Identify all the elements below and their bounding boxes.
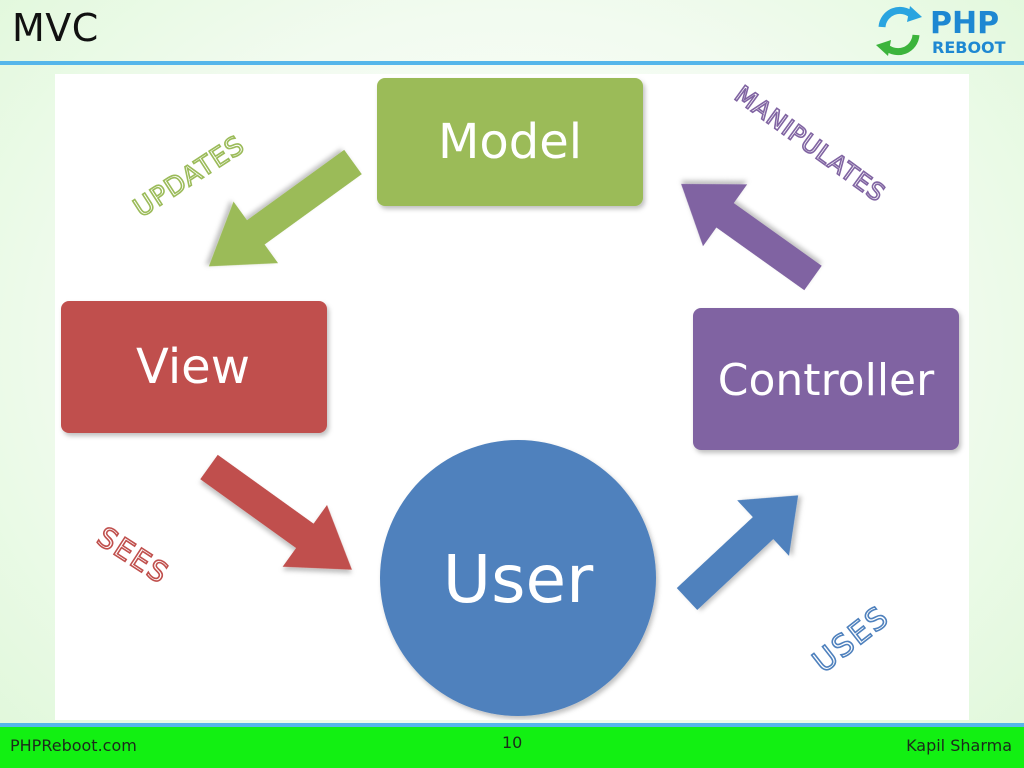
controller-node: Controller	[693, 308, 959, 450]
uses-label: USES	[806, 599, 896, 680]
logo-php-text: PHP	[930, 6, 999, 41]
title-divider	[0, 61, 1024, 65]
manipulates-label: MANIPULATES	[729, 80, 890, 208]
user-node: User	[380, 440, 656, 716]
view-label: View	[136, 339, 250, 395]
footer-author: Kapil Sharma	[906, 736, 1012, 755]
footer-website: PHPReboot.com	[10, 736, 137, 755]
uses-arrow	[676, 495, 799, 610]
mvc-diagram: Model View Controller User	[61, 78, 959, 716]
view-node: View	[61, 301, 327, 433]
sees-label: SEES	[91, 520, 175, 591]
updates-arrow	[208, 149, 362, 267]
slide-footer: PHPReboot.com 10 Kapil Sharma	[0, 727, 1024, 768]
model-node: Model	[377, 78, 643, 206]
footer-divider	[0, 723, 1024, 727]
model-label: Model	[438, 114, 582, 170]
php-reboot-logo: PHP REBOOT	[876, 6, 1006, 57]
slide-title: MVC	[12, 6, 99, 50]
slide-number: 10	[502, 733, 523, 752]
manipulates-arrow	[681, 183, 822, 291]
logo-reboot-text: REBOOT	[932, 38, 1006, 57]
controller-label: Controller	[718, 355, 935, 406]
mvc-diagram-panel: Model View Controller User	[55, 74, 969, 720]
refresh-arrows-icon	[876, 6, 922, 56]
sees-arrow	[200, 454, 352, 570]
user-label: User	[443, 541, 594, 618]
